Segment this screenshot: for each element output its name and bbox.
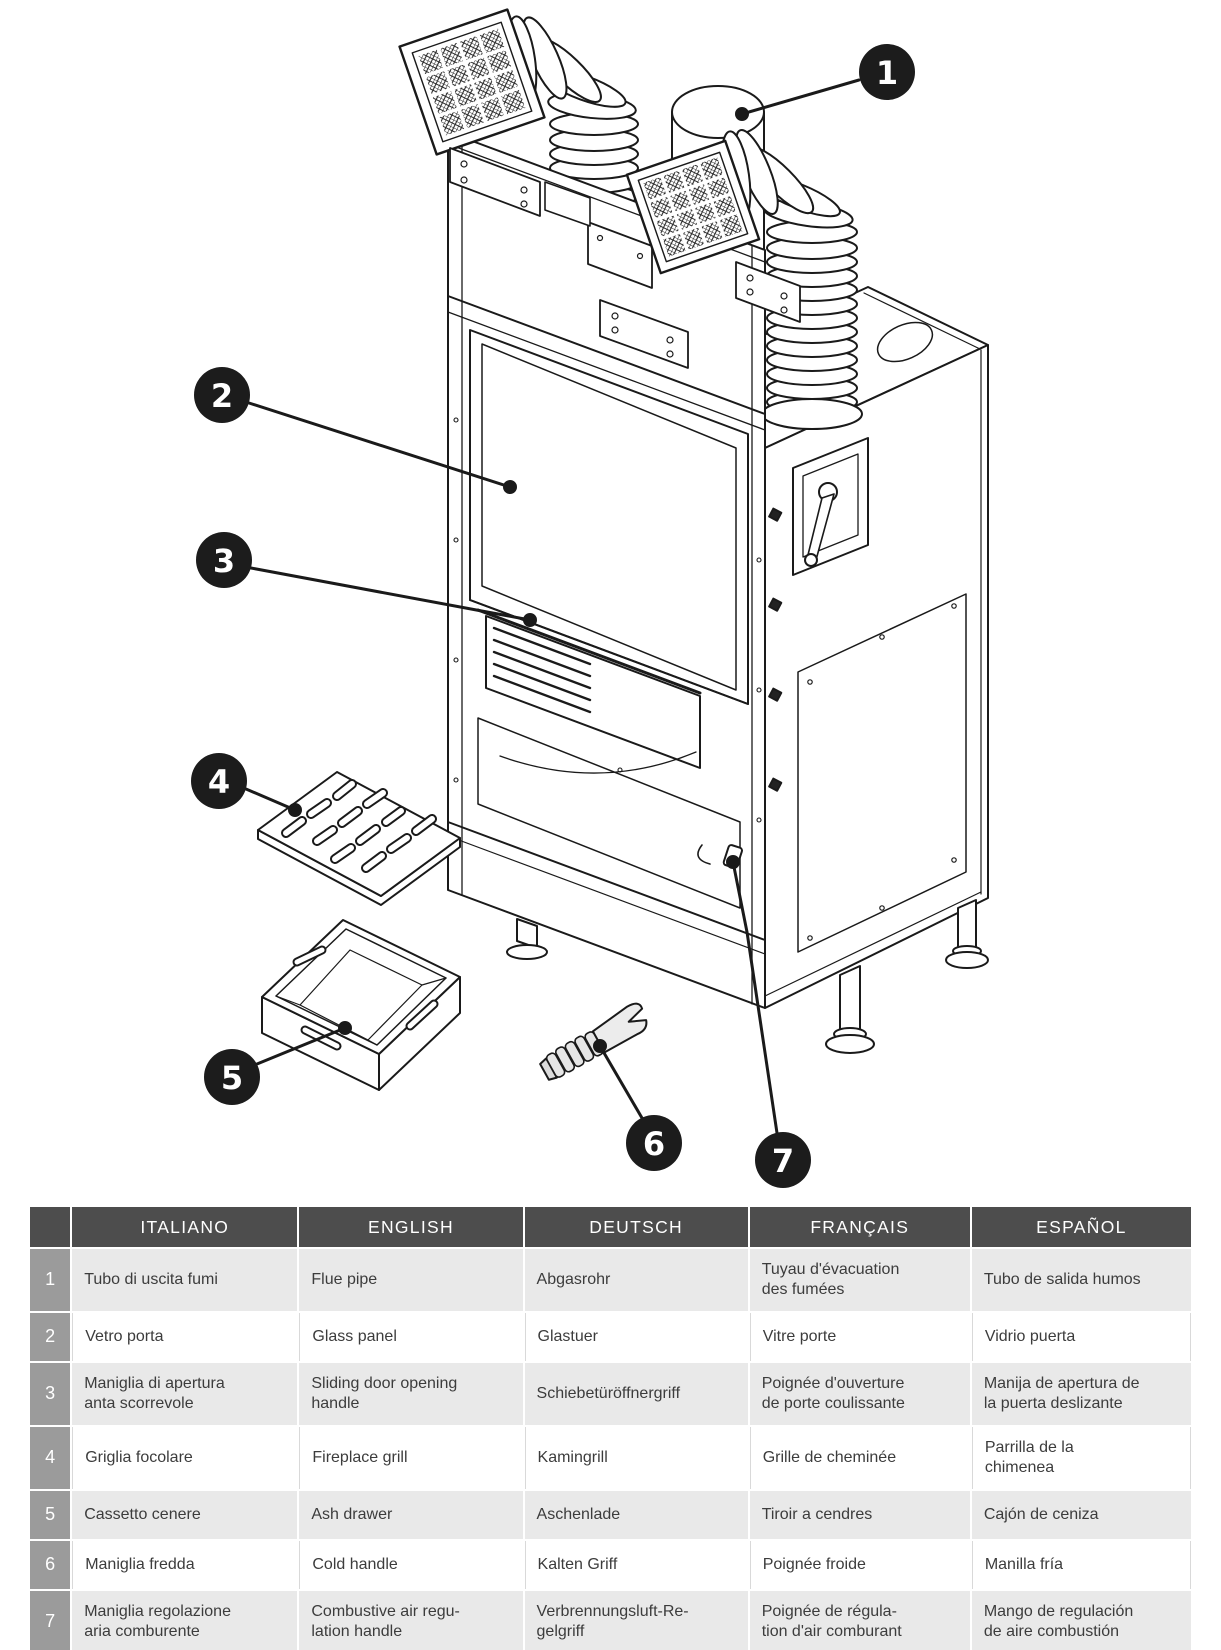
- front-frame: [447, 131, 766, 1009]
- cell-de: Kamingrill: [524, 1427, 748, 1489]
- cell-fr: Vitre porte: [749, 1313, 970, 1361]
- table-row: 3 Maniglia di apertura anta scorrevole S…: [30, 1363, 1191, 1425]
- cell-es: Mango de regulación de aire combustión: [971, 1591, 1191, 1650]
- adjustable-foot: [825, 965, 875, 1054]
- cell-fr: Tuyau d'évacuation des fumées: [749, 1249, 970, 1311]
- cold-handle-tool: [539, 1002, 648, 1081]
- header-francais: FRANÇAIS: [749, 1207, 970, 1247]
- fireplace-exploded-diagram: 1 2 3 4 5 6 7: [191, 8, 989, 1188]
- cell-en: Combustive air regu- lation handle: [299, 1591, 523, 1650]
- cell-en: Cold handle: [299, 1541, 523, 1589]
- ash-drawer: [261, 919, 461, 1091]
- callout-bubbles: 1 2 3 4 5 6 7: [191, 44, 915, 1188]
- cell-es: Manija de apertura de la puerta deslizan…: [971, 1363, 1191, 1425]
- row-number: 2: [30, 1313, 71, 1361]
- cell-de: Glastuer: [524, 1313, 748, 1361]
- cell-es: Manilla fría: [971, 1541, 1191, 1589]
- table-row: 2 Vetro porta Glass panel Glastuer Vitre…: [30, 1313, 1191, 1361]
- callout-2: 2: [211, 377, 233, 415]
- left-vent-grille: [398, 8, 591, 227]
- header-num: [30, 1207, 71, 1247]
- cell-es: Tubo de salida humos: [971, 1249, 1191, 1311]
- cell-en: Glass panel: [299, 1313, 523, 1361]
- cell-fr: Poignée d'ouverture de porte coulissante: [749, 1363, 970, 1425]
- row-number: 5: [30, 1491, 71, 1539]
- table-row: 6 Maniglia fredda Cold handle Kalten Gri…: [30, 1541, 1191, 1589]
- cell-fr: Grille de cheminée: [749, 1427, 970, 1489]
- cell-de: Kalten Griff: [524, 1541, 748, 1589]
- callout-5: 5: [221, 1059, 243, 1097]
- cell-fr: Poignée de régula- tion d'air comburant: [749, 1591, 970, 1650]
- adjustable-foot: [506, 918, 548, 960]
- row-number: 4: [30, 1427, 71, 1489]
- cell-es: Vidrio puerta: [971, 1313, 1191, 1361]
- cell-fr: Poignée froide: [749, 1541, 970, 1589]
- cell-de: Aschenlade: [524, 1491, 748, 1539]
- callout-6: 6: [643, 1125, 665, 1163]
- header-espanol: ESPAÑOL: [971, 1207, 1191, 1247]
- callout-7: 7: [772, 1142, 794, 1180]
- table-row: 4 Griglia focolare Fireplace grill Kamin…: [30, 1427, 1191, 1489]
- cell-en: Flue pipe: [299, 1249, 523, 1311]
- cell-it: Tubo di uscita fumi: [72, 1249, 298, 1311]
- row-number: 6: [30, 1541, 71, 1589]
- cell-de: Abgasrohr: [524, 1249, 748, 1311]
- table-header-row: ITALIANO ENGLISH DEUTSCH FRANÇAIS ESPAÑO…: [30, 1207, 1191, 1247]
- fireplace-grill: [257, 771, 461, 906]
- cell-en: Fireplace grill: [299, 1427, 523, 1489]
- parts-table: ITALIANO ENGLISH DEUTSCH FRANÇAIS ESPAÑO…: [28, 1205, 1193, 1650]
- firebox-opening: [485, 615, 701, 774]
- row-number: 1: [30, 1249, 71, 1311]
- cell-es: Parrilla de la chimenea: [971, 1427, 1191, 1489]
- cell-it: Cassetto cenere: [72, 1491, 298, 1539]
- callout-leaders: [244, 78, 861, 1135]
- cell-de: Schiebetüröffnergriff: [524, 1363, 748, 1425]
- cell-fr: Tiroir a cendres: [749, 1491, 970, 1539]
- cell-en: Sliding door opening handle: [299, 1363, 523, 1425]
- header-italiano: ITALIANO: [72, 1207, 298, 1247]
- cell-it: Maniglia di apertura anta scorrevole: [72, 1363, 298, 1425]
- cell-it: Maniglia fredda: [72, 1541, 298, 1589]
- air-regulation-mechanism: [792, 437, 869, 576]
- row-number: 7: [30, 1591, 71, 1650]
- right-vent-grille: [625, 139, 801, 323]
- cell-en: Ash drawer: [299, 1491, 523, 1539]
- callout-3: 3: [213, 542, 235, 580]
- table-row: 5 Cassetto cenere Ash drawer Aschenlade …: [30, 1491, 1191, 1539]
- header-english: ENGLISH: [299, 1207, 523, 1247]
- row-number: 3: [30, 1363, 71, 1425]
- cell-de: Verbrennungsluft-Re- gelgriff: [524, 1591, 748, 1650]
- callout-4: 4: [208, 763, 230, 801]
- cell-it: Maniglia regolazione aria comburente: [72, 1591, 298, 1650]
- cell-it: Vetro porta: [72, 1313, 298, 1361]
- cell-es: Cajón de ceniza: [971, 1491, 1191, 1539]
- header-deutsch: DEUTSCH: [524, 1207, 748, 1247]
- table-row: 1 Tubo di uscita fumi Flue pipe Abgasroh…: [30, 1249, 1191, 1311]
- callout-1: 1: [876, 54, 898, 92]
- adjustable-foot: [945, 899, 989, 969]
- cell-it: Griglia focolare: [72, 1427, 298, 1489]
- table-row: 7 Maniglia regolazione aria comburente C…: [30, 1591, 1191, 1650]
